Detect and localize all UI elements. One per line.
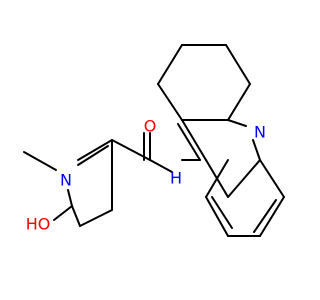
atom-ho: HO bbox=[26, 215, 51, 234]
atom-o-amide: O bbox=[144, 117, 157, 136]
bond bbox=[227, 119, 247, 127]
bond bbox=[71, 205, 81, 227]
bond bbox=[67, 189, 73, 207]
bond bbox=[23, 151, 57, 171]
bond bbox=[205, 196, 229, 237]
atom-n1: N bbox=[60, 171, 72, 190]
bond bbox=[149, 159, 173, 173]
bond bbox=[252, 139, 261, 161]
bond bbox=[181, 119, 207, 161]
bond bbox=[177, 123, 201, 161]
bond bbox=[157, 83, 183, 121]
bond bbox=[259, 196, 285, 237]
bonds bbox=[23, 44, 285, 237]
bond bbox=[111, 139, 151, 161]
bond bbox=[227, 83, 251, 121]
bond bbox=[77, 139, 113, 161]
bond bbox=[211, 196, 233, 229]
bond bbox=[205, 159, 229, 198]
bond bbox=[53, 205, 73, 221]
bond bbox=[227, 159, 261, 198]
atom-nh: H bbox=[170, 169, 182, 188]
bond bbox=[79, 209, 113, 227]
atom-n-ring: N bbox=[254, 123, 266, 142]
bond bbox=[157, 44, 183, 85]
bond bbox=[77, 145, 109, 166]
structure-svg: N O H N HO bbox=[23, 44, 285, 237]
bond bbox=[259, 159, 285, 198]
molecule-diagram: N O H N HO bbox=[23, 44, 285, 237]
bond bbox=[253, 199, 277, 233]
bond bbox=[225, 44, 251, 85]
atom-labels: N O H N HO bbox=[26, 117, 266, 234]
